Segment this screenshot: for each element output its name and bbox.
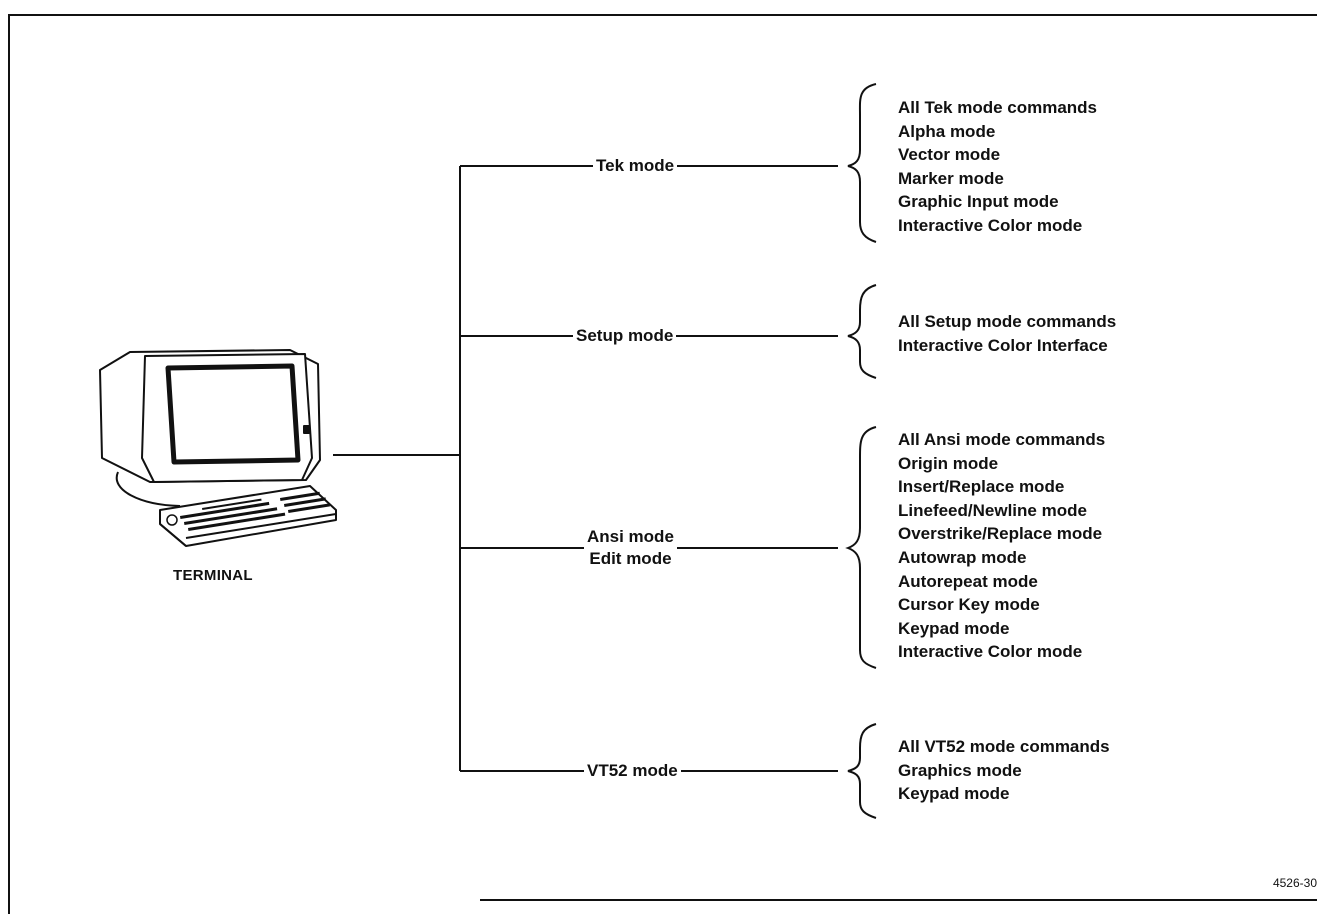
list-item: Autowrap mode — [898, 546, 1105, 570]
list-item: Keypad mode — [898, 782, 1110, 806]
mode-label-vt52: VT52 mode — [584, 760, 681, 782]
vt52-mode-list: All VT52 mode commands Graphics mode Key… — [898, 735, 1110, 806]
list-item: Autorepeat mode — [898, 570, 1105, 594]
ansi-mode-list: All Ansi mode commands Origin mode Inser… — [898, 428, 1105, 664]
mode-label-ansi-edit: Ansi mode Edit mode — [584, 526, 677, 570]
list-item: All Setup mode commands — [898, 310, 1116, 334]
list-item: Interactive Color Interface — [898, 334, 1116, 358]
figure-id: 4526-30 — [1273, 876, 1317, 890]
tek-mode-list: All Tek mode commands Alpha mode Vector … — [898, 96, 1097, 238]
brace-setup — [848, 285, 876, 378]
terminal-label: TERMINAL — [173, 567, 253, 584]
list-item: Origin mode — [898, 452, 1105, 476]
list-item: Linefeed/Newline mode — [898, 499, 1105, 523]
list-item: Vector mode — [898, 143, 1097, 167]
list-item: Overstrike/Replace mode — [898, 522, 1105, 546]
brace-vt52 — [848, 724, 876, 818]
list-item: All VT52 mode commands — [898, 735, 1110, 759]
list-item: Keypad mode — [898, 617, 1105, 641]
list-item: Cursor Key mode — [898, 593, 1105, 617]
mode-label-setup: Setup mode — [573, 325, 676, 347]
setup-mode-list: All Setup mode commands Interactive Colo… — [898, 310, 1116, 357]
list-item: Alpha mode — [898, 120, 1097, 144]
mode-label-ansi: Ansi mode — [587, 526, 674, 548]
list-item: All Ansi mode commands — [898, 428, 1105, 452]
list-item: Interactive Color mode — [898, 214, 1097, 238]
brace-tek — [848, 84, 876, 242]
list-item: All Tek mode commands — [898, 96, 1097, 120]
terminal-illustration — [90, 340, 340, 555]
list-item: Interactive Color mode — [898, 640, 1105, 664]
brace-ansi — [848, 427, 876, 668]
list-item: Marker mode — [898, 167, 1097, 191]
list-item: Graphic Input mode — [898, 190, 1097, 214]
list-item: Graphics mode — [898, 759, 1110, 783]
list-item: Insert/Replace mode — [898, 475, 1105, 499]
mode-label-edit: Edit mode — [587, 548, 674, 570]
mode-label-tek: Tek mode — [593, 155, 677, 177]
